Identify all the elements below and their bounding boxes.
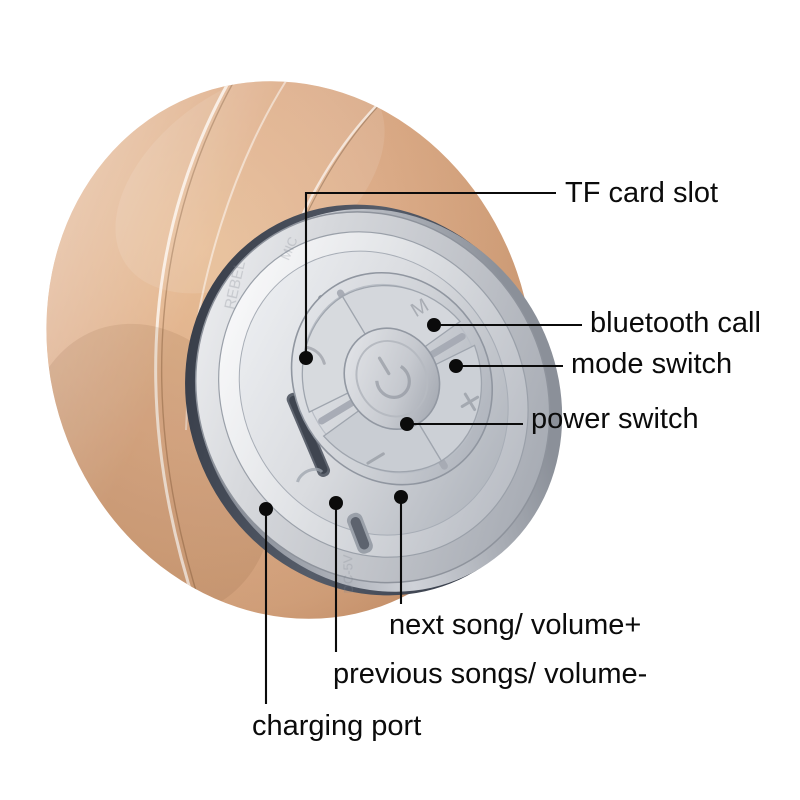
phone-icon	[306, 346, 326, 365]
tf-card-slot[interactable]	[274, 389, 343, 480]
volume-down-icon	[366, 452, 385, 465]
callout-label-mode-switch: mode switch	[571, 348, 733, 380]
callout-label-tf-card-slot: TF card slot	[565, 177, 719, 209]
marker-bluetooth-call	[427, 318, 441, 332]
callout-label-bluetooth-call: bluetooth call	[590, 307, 761, 339]
callout-markers	[259, 318, 463, 516]
volume-up-icon	[460, 395, 480, 408]
marker-charging-port	[259, 502, 273, 516]
power-ring-icon	[375, 356, 411, 399]
charging-port[interactable]	[339, 508, 381, 558]
leader-tf-card-slot	[304, 191, 556, 358]
callout-leaders	[264, 191, 582, 704]
callout-label-charging-port: charging port	[252, 710, 422, 742]
callout-label-next-song: next song/ volume+	[389, 609, 642, 641]
volume-up-icon-vertical	[463, 392, 477, 412]
marker-tf-card-slot	[299, 351, 313, 365]
marker-power-switch	[400, 417, 414, 431]
callout-label-previous-song: previous songs/ volume-	[333, 658, 648, 690]
marker-previous-song	[329, 496, 343, 510]
marker-next-song	[394, 490, 408, 504]
speaker-control-disc: REBEL MIC DC-5V	[185, 204, 563, 596]
svg-text:DC-5V: DC-5V	[340, 554, 356, 594]
marker-mode-switch	[449, 359, 463, 373]
lanyard-notch	[296, 467, 324, 483]
callout-label-power-switch: power switch	[531, 403, 699, 435]
